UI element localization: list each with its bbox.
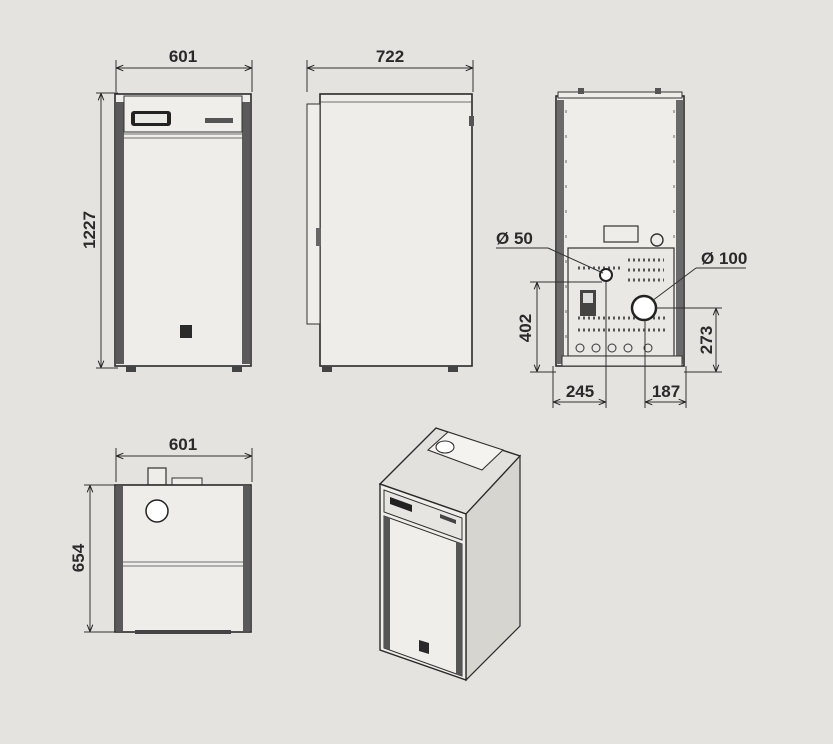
rear-pipe-50 — [599, 268, 613, 282]
front-brand-label — [205, 118, 233, 123]
offset-245-label: 245 — [566, 382, 594, 401]
offset-187-label: 187 — [652, 382, 680, 401]
front-display-screen — [135, 114, 167, 123]
top-flue-outlet — [147, 467, 167, 486]
rear-right-frame — [676, 100, 683, 364]
isometric-view — [378, 427, 522, 682]
side-door-hinge — [316, 228, 321, 246]
top-view: 601 654 — [69, 435, 253, 634]
side-foot-rear — [448, 366, 458, 372]
pipe-100-label: Ø 100 — [701, 249, 747, 268]
iso-logo-badge — [419, 640, 429, 654]
side-foot-front — [322, 366, 332, 372]
pipe-50-leader — [547, 247, 604, 274]
top-depth-label: 654 — [69, 543, 88, 572]
front-foot-left — [126, 366, 136, 372]
rear-top-connection — [603, 225, 639, 243]
front-foot-right — [232, 366, 242, 372]
front-logo-badge — [180, 325, 192, 338]
height-402-label: 402 — [516, 314, 535, 342]
front-view: 601 1227 — [80, 47, 253, 372]
top-boiler-body — [114, 484, 252, 633]
front-boiler-body — [114, 93, 252, 367]
side-boiler-body — [319, 93, 473, 367]
front-height-label: 1227 — [80, 211, 99, 249]
top-width-label: 601 — [169, 435, 197, 454]
rear-left-frame — [557, 100, 564, 364]
rear-air-vent — [650, 233, 664, 247]
side-front-door-edge — [306, 103, 321, 325]
rear-view: Ø 50 Ø 100 402 273 245 187 — [496, 88, 747, 408]
rear-pipe-100 — [630, 294, 658, 322]
front-width-label: 601 — [169, 47, 197, 66]
side-view: 722 — [306, 47, 474, 372]
top-lid-opening — [145, 499, 169, 523]
side-rear-fitting — [469, 116, 474, 126]
side-depth-label: 722 — [376, 47, 404, 66]
pipe-50-label: Ø 50 — [496, 229, 533, 248]
front-right-side-panel — [242, 102, 250, 364]
height-273-label: 273 — [697, 326, 716, 354]
pipe-100-leader — [651, 267, 697, 302]
iso-display — [390, 497, 412, 512]
front-left-side-panel — [116, 102, 124, 364]
